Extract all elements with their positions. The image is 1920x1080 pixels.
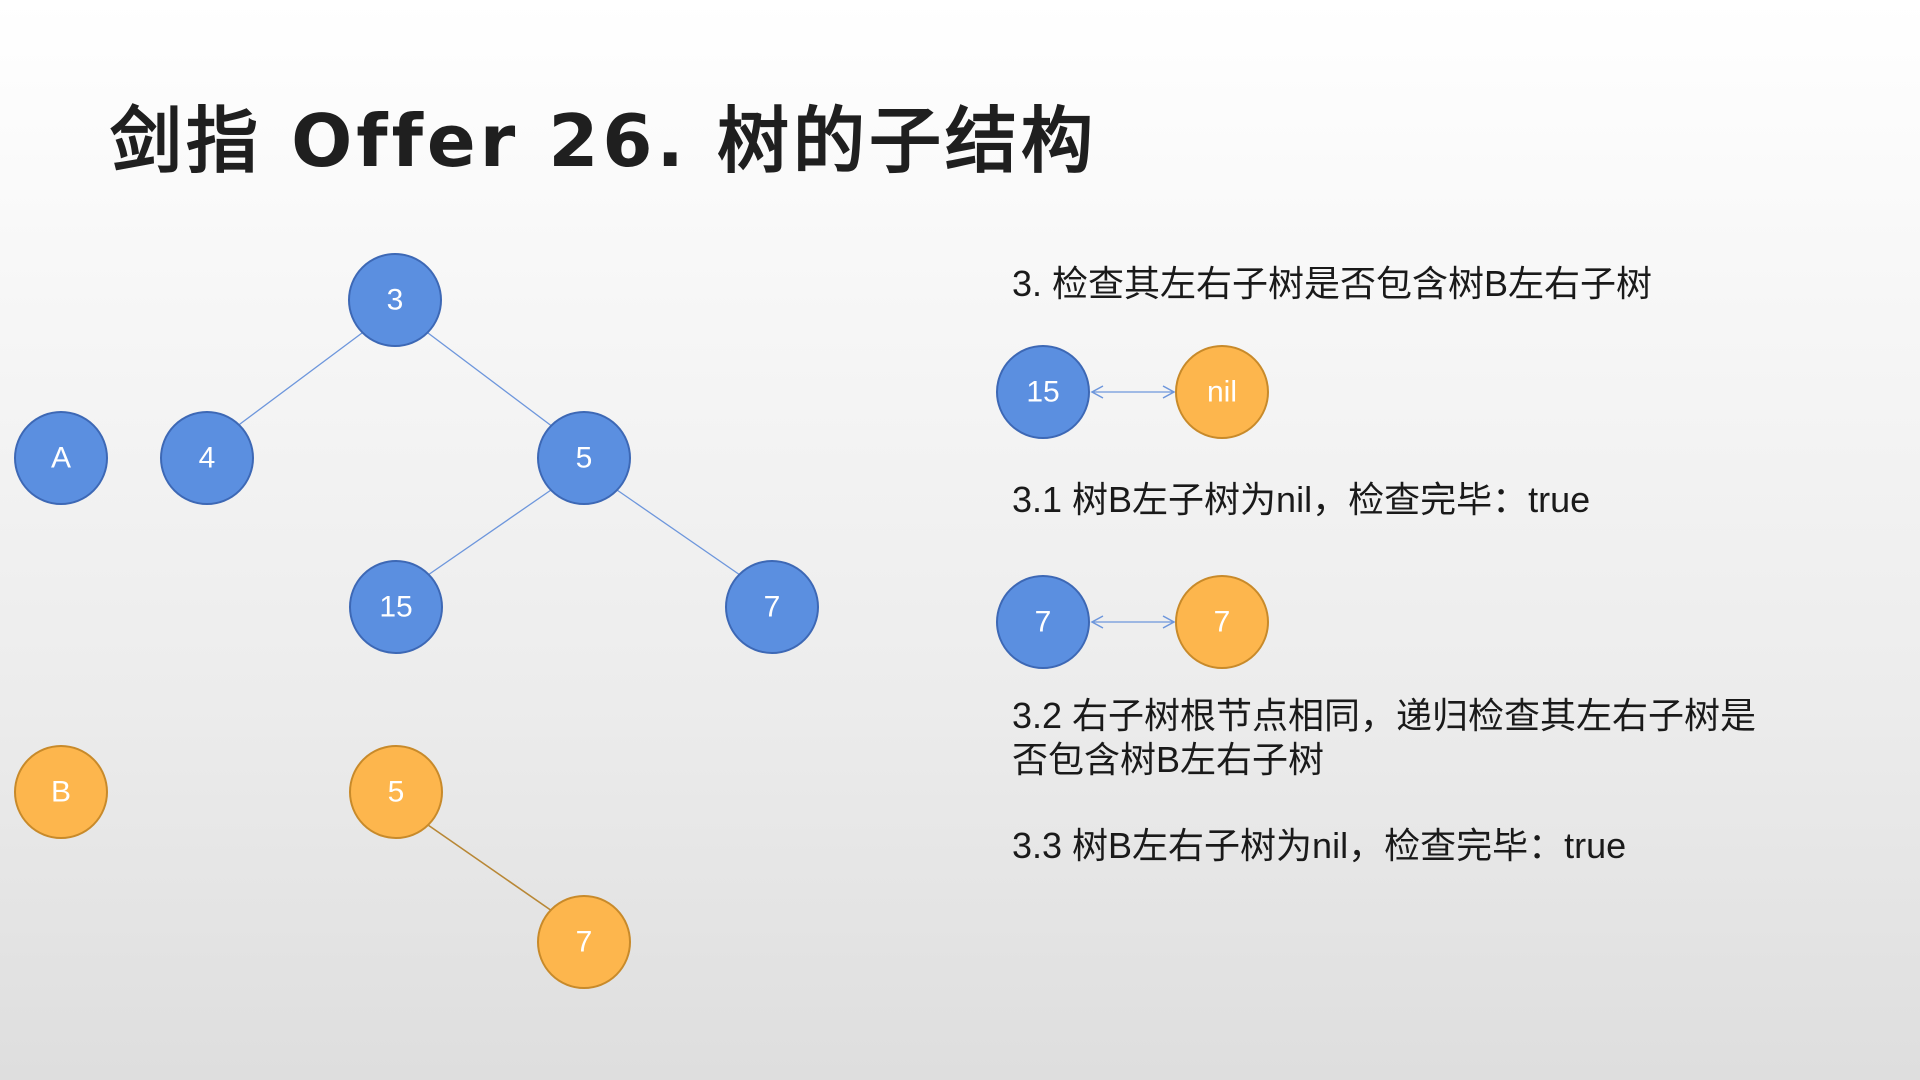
edge-3-4 — [235, 332, 363, 428]
edge-b-5-7 — [427, 824, 553, 912]
svg-text:5: 5 — [576, 442, 593, 475]
svg-text:A: A — [51, 442, 71, 475]
step-3-1-text: 3.1 树B左子树为nil，检查完毕：true — [1012, 479, 1591, 520]
tree-b-node-root: 5 — [349, 745, 443, 839]
svg-text:7: 7 — [1035, 606, 1052, 639]
step-3-text: 3. 检查其左右子树是否包含树B左右子树 — [1012, 263, 1653, 304]
page-title: 剑指 Offer 26. 树的子结构 — [110, 99, 1097, 183]
tree-a-label: A — [14, 411, 108, 505]
tree-a-node-right: 5 — [537, 411, 631, 505]
edge-3-5 — [427, 332, 554, 428]
compare1-node-b: nil — [1175, 345, 1269, 439]
svg-text:15: 15 — [1026, 376, 1059, 409]
compare2-node-b: 7 — [1175, 575, 1269, 669]
compare1-node-a: 15 — [996, 345, 1090, 439]
svg-text:7: 7 — [764, 591, 781, 624]
svg-text:5: 5 — [388, 776, 405, 809]
svg-text:7: 7 — [576, 926, 593, 959]
tree-a-node-right-left: 15 — [349, 560, 443, 654]
edge-5-15 — [427, 489, 552, 576]
step-3-3-text: 3.3 树B左右子树为nil，检查完毕：true — [1012, 825, 1627, 866]
svg-text:4: 4 — [199, 442, 216, 475]
svg-text:7: 7 — [1214, 606, 1231, 639]
step-3-2-text-line2: 否包含树B左右子树 — [1012, 739, 1325, 780]
tree-a-node-left: 4 — [160, 411, 254, 505]
tree-a-node-root: 3 — [348, 253, 442, 347]
tree-a-node-right-right: 7 — [725, 560, 819, 654]
compare2-node-a: 7 — [996, 575, 1090, 669]
svg-text:nil: nil — [1207, 376, 1237, 409]
edge-5-7 — [616, 489, 741, 576]
svg-text:3: 3 — [387, 284, 404, 317]
svg-text:B: B — [51, 776, 71, 809]
tree-b-node-right: 7 — [537, 895, 631, 989]
svg-text:15: 15 — [379, 591, 412, 624]
tree-b-label: B — [14, 745, 108, 839]
step-3-2-text-line1: 3.2 右子树根节点相同，递归检查其左右子树是 — [1012, 695, 1757, 736]
